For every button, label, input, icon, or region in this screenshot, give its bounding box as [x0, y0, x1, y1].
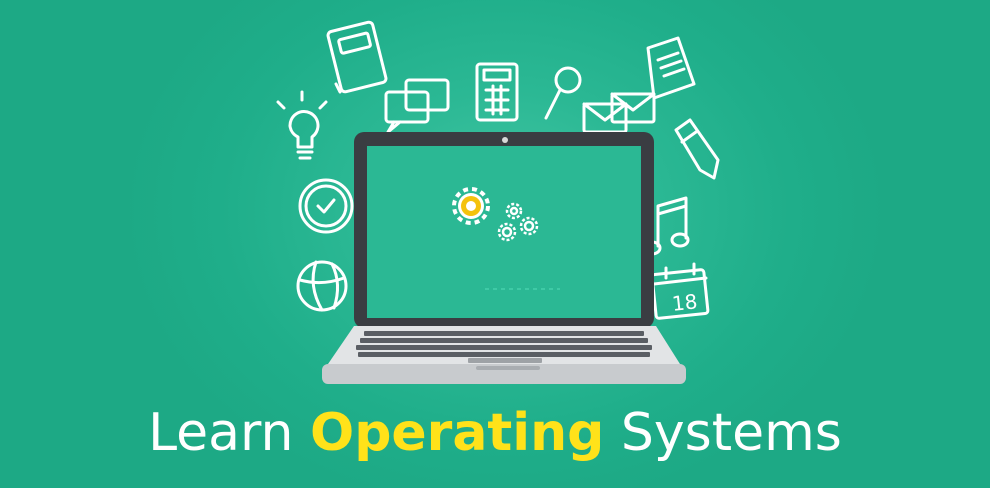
document-icon	[646, 36, 696, 100]
laptop-front-edge	[322, 364, 686, 384]
calculator-icon	[475, 62, 519, 122]
envelope-icon	[582, 92, 656, 134]
gears-icon	[452, 187, 539, 242]
chat-icon	[384, 78, 450, 134]
lightbulb-icon	[276, 90, 328, 160]
headline: Learn Operating Systems	[0, 398, 990, 468]
headline-systems: Systems	[620, 403, 842, 463]
magnifier-icon	[544, 66, 582, 120]
laptop	[322, 132, 686, 384]
calendar-day: 18	[671, 289, 699, 316]
clock-icon	[298, 178, 354, 234]
webcam-icon	[502, 137, 508, 143]
headline-learn: Learn	[148, 403, 294, 463]
trackpad	[468, 358, 542, 363]
calendar-icon	[650, 262, 710, 320]
basketball-icon	[296, 260, 348, 312]
headline-operating: Operating	[309, 403, 605, 463]
notebook-icon	[326, 20, 388, 94]
pencil-icon	[674, 118, 720, 180]
keyboard	[356, 331, 652, 357]
